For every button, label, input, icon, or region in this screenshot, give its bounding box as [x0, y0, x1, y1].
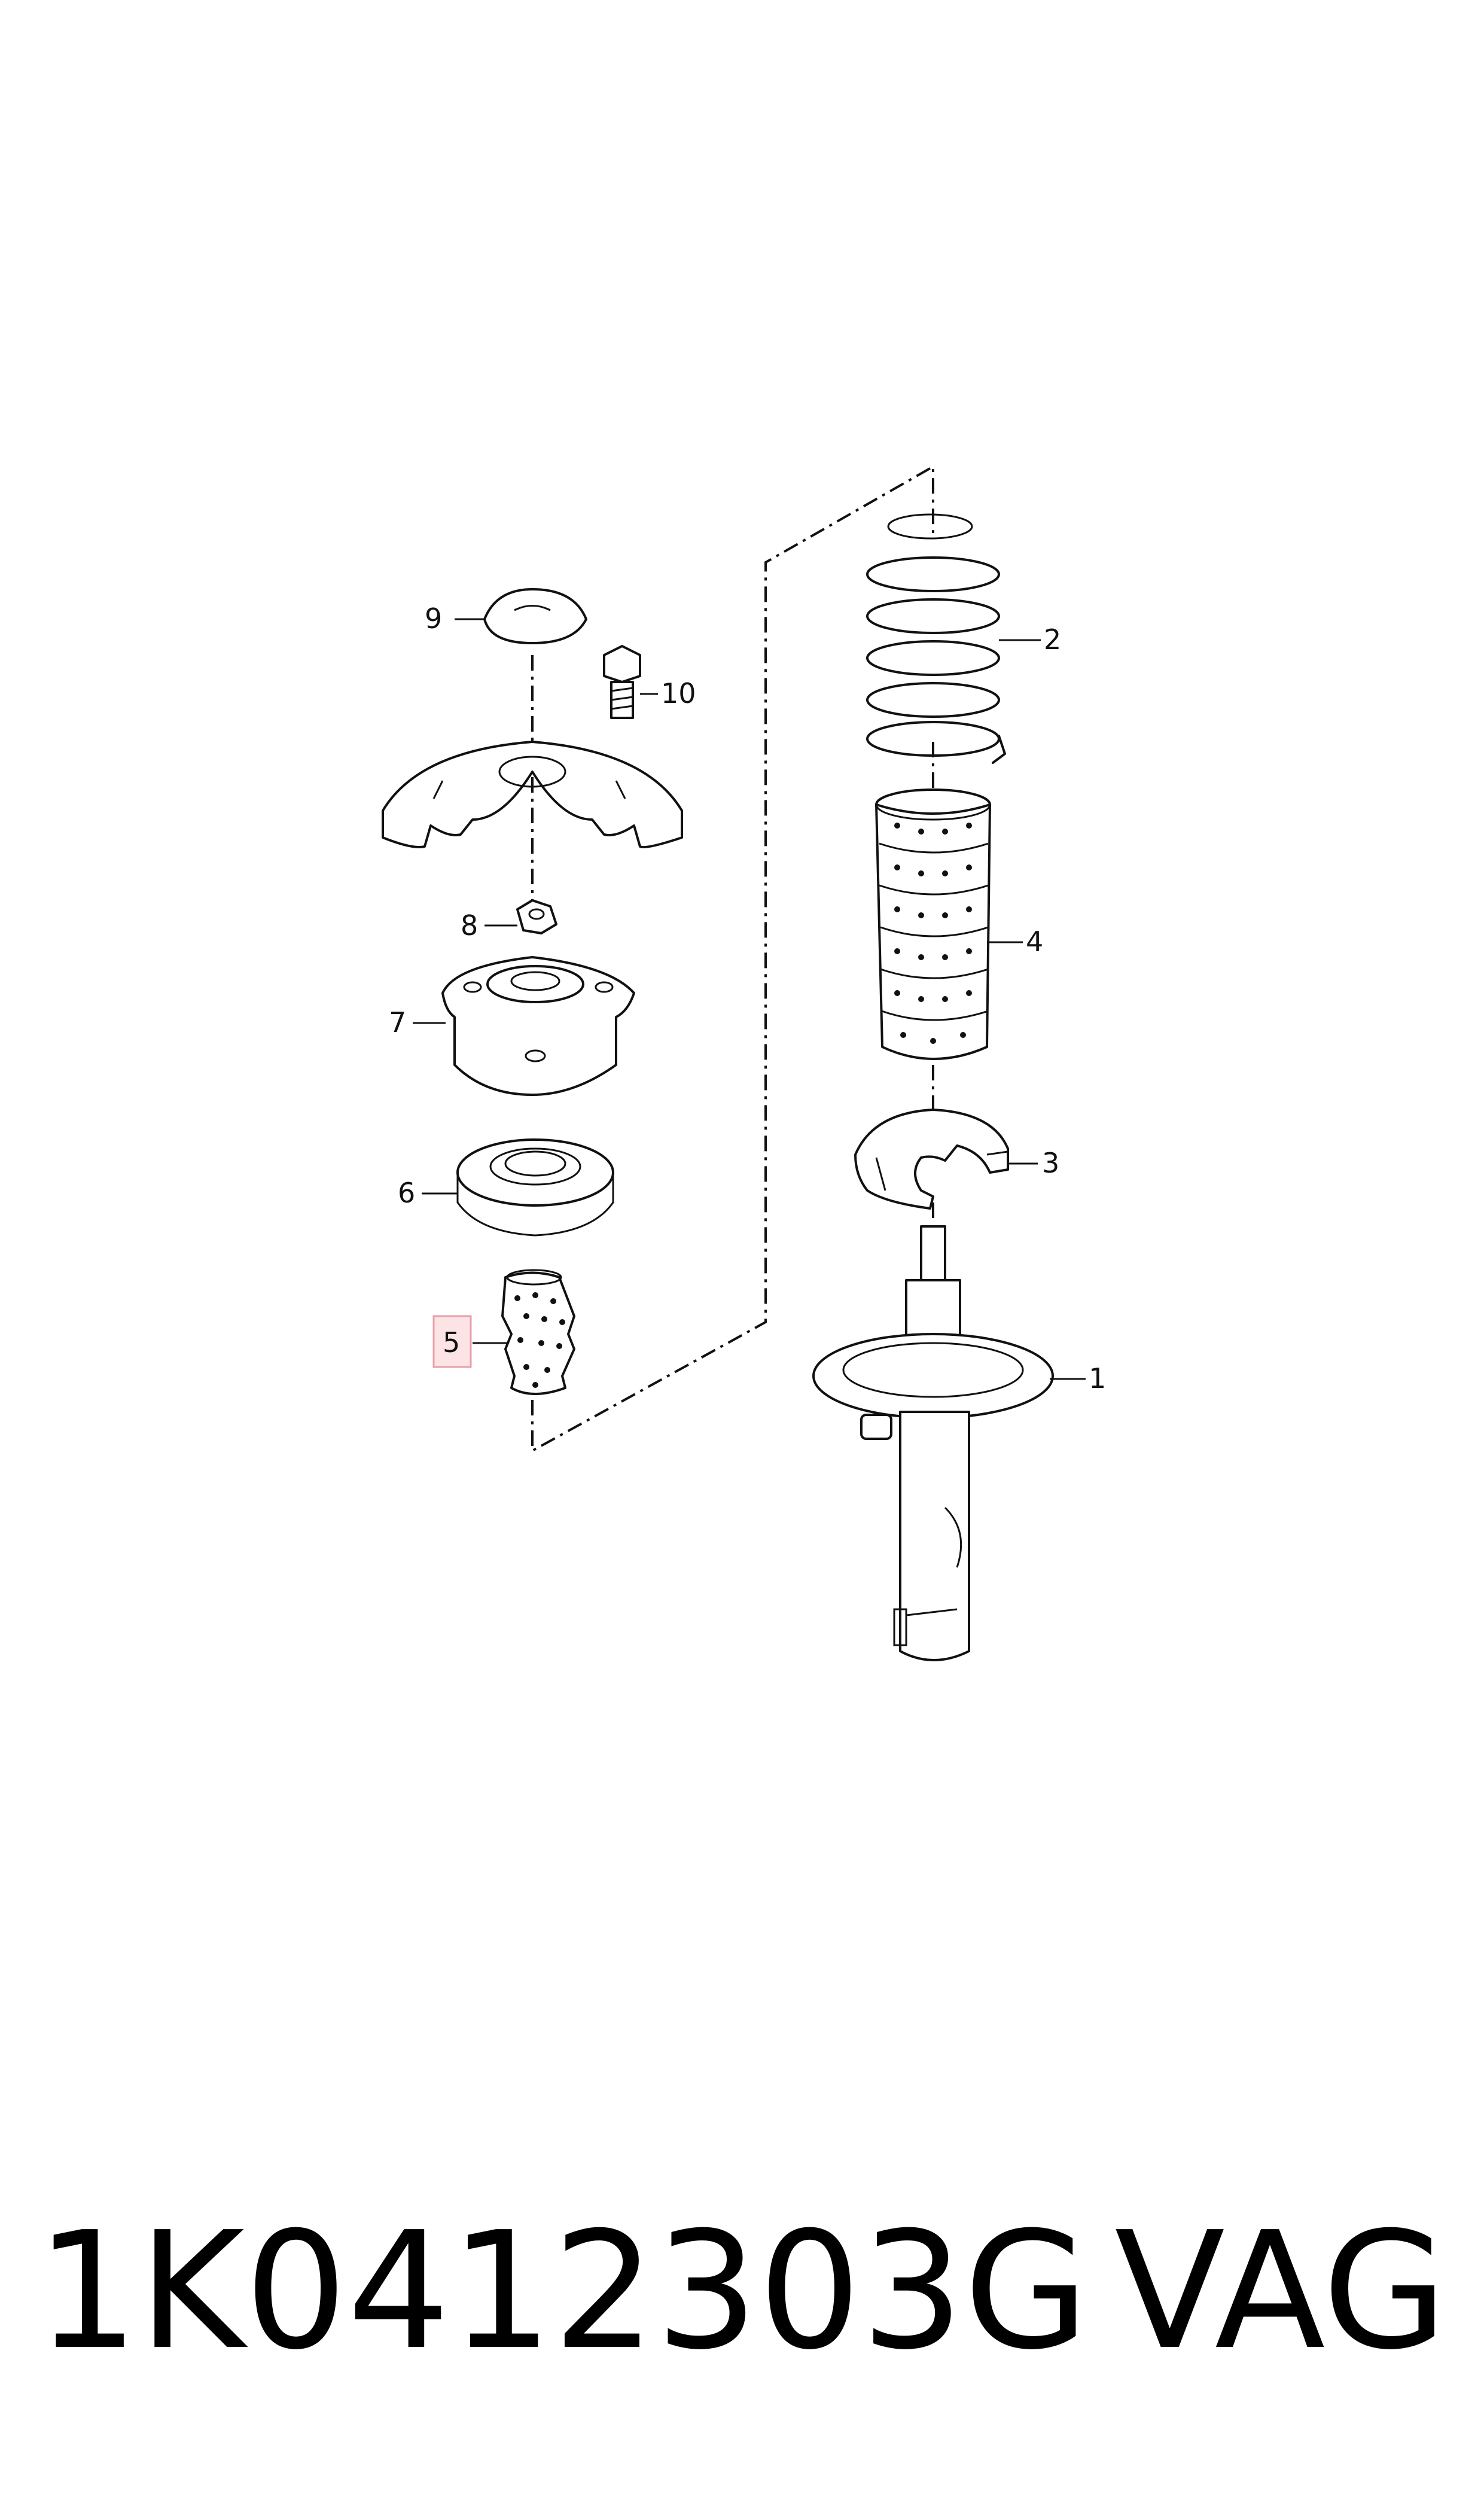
callout-1: 1 [1089, 1362, 1106, 1395]
brand-name: VAG [1114, 2197, 1448, 2385]
part-7-strut-mount[interactable] [441, 956, 635, 1096]
part-10-bolt[interactable] [603, 645, 641, 719]
callout-5-highlight-box [432, 1315, 472, 1368]
part-4-protective-boot[interactable] [875, 788, 991, 1060]
part-6-bearing[interactable] [456, 1138, 614, 1237]
callout-8: 8 [461, 909, 478, 942]
part-9-cap[interactable] [483, 588, 587, 644]
part-2-coil-spring[interactable] [866, 513, 1006, 764]
callout-4: 4 [1026, 925, 1043, 958]
callout-3: 3 [1042, 1147, 1059, 1179]
part-3-spring-seat[interactable] [854, 1109, 1009, 1210]
part-1-shock-absorber[interactable] [812, 1225, 1054, 1661]
part-caption: 1K0412303G VAG [36, 2202, 1459, 2381]
callout-10: 10 [661, 677, 696, 710]
part-8-nut[interactable] [516, 899, 557, 934]
part-5-bump-stop[interactable] [501, 1269, 575, 1395]
strut-top-shield[interactable] [382, 741, 683, 848]
callout-7: 7 [389, 1006, 406, 1039]
leader-lines [413, 618, 1086, 1380]
callout-labels: 9 10 8 7 6 5 2 4 3 1 [389, 602, 1106, 1395]
callout-5: 5 [443, 1326, 460, 1359]
callout-2: 2 [1044, 623, 1061, 656]
assembly-axis-lines [531, 464, 934, 1453]
callout-9: 9 [425, 602, 442, 635]
callout-6: 6 [398, 1177, 415, 1209]
part-number: 1K0412303G [36, 2197, 1089, 2385]
